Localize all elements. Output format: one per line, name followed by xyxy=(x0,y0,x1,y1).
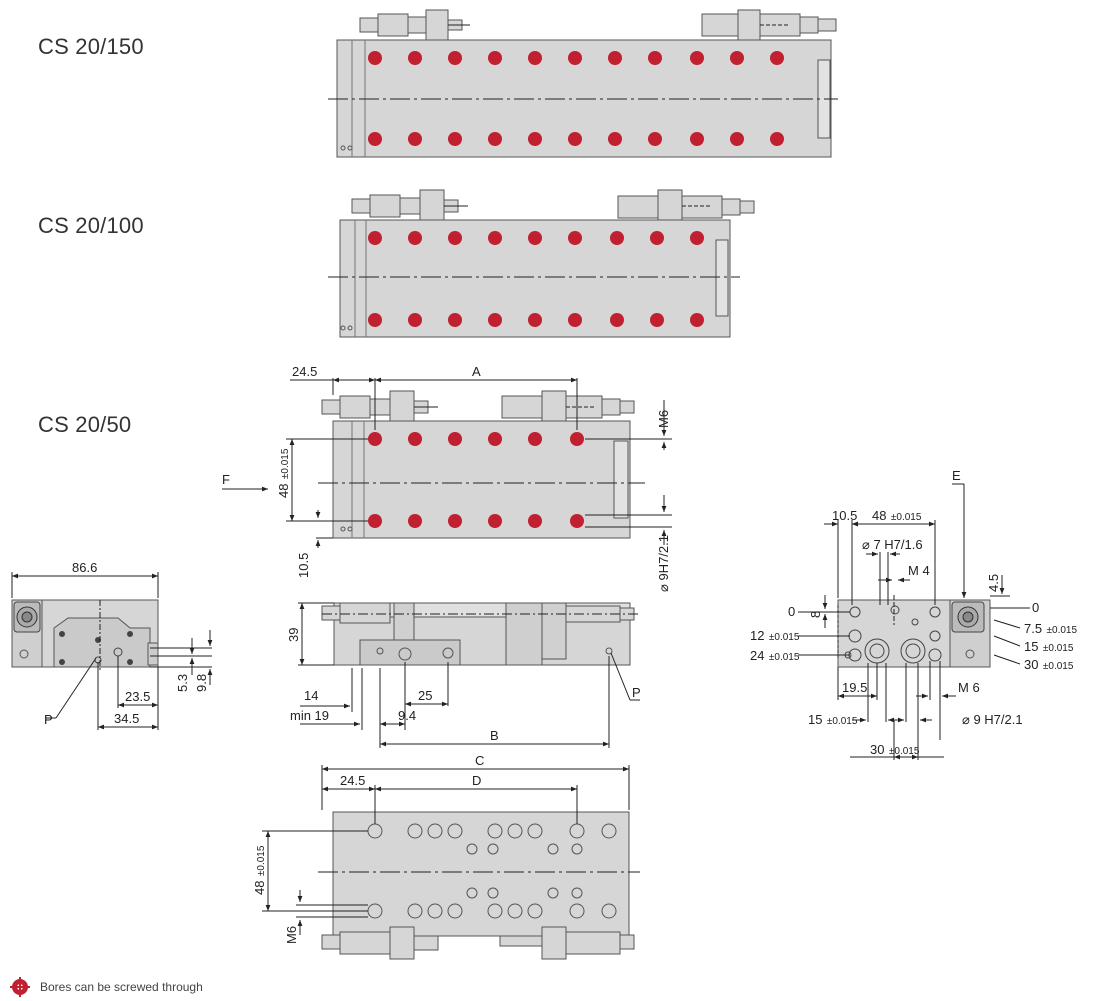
dim-25: 25 xyxy=(418,688,432,703)
dim-39: 39 xyxy=(286,628,301,642)
bore-row-top xyxy=(368,432,584,446)
dim-right-12: 12 ±0.015 xyxy=(750,627,800,644)
dim-24-5-bottom: 24.5 xyxy=(340,773,365,788)
dim-86-6: 86.6 xyxy=(72,560,97,575)
dim-right-30b: 30 ±0.015 xyxy=(870,741,920,758)
actuator-left xyxy=(351,189,468,223)
dim-P-end: P xyxy=(44,712,53,727)
bore-row-bottom xyxy=(368,132,784,146)
actuator-right xyxy=(501,390,635,424)
bore-row-bottom xyxy=(368,313,704,327)
dim-9-4: 9.4 xyxy=(398,708,416,723)
dim-48-left: 48 ±0.015 xyxy=(275,448,292,498)
dim-right-7-5: 7.5 ±0.015 xyxy=(1024,620,1077,637)
dim-right-8: 8 xyxy=(808,611,823,618)
actuators-bottom xyxy=(321,926,635,960)
dim-M6-top: M6 xyxy=(656,410,671,428)
dim-23-5: 23.5 xyxy=(125,689,150,704)
bore-symbol-icon xyxy=(10,977,30,997)
dim-right-9H7: ⌀ 9 H7/2.1 xyxy=(962,712,1023,727)
dim-9-8: 9.8 xyxy=(194,674,209,692)
dim-F: F xyxy=(222,472,230,487)
model-label-cs20-50: CS 20/50 xyxy=(38,412,132,437)
dim-right-19-5: 19.5 xyxy=(842,680,867,695)
dim-9H7: ⌀ 9H7/2.1 xyxy=(656,535,671,592)
dim-C: C xyxy=(475,753,484,768)
view-left-end: 86.6 23.5 34.5 5.3 9.8 P xyxy=(11,560,213,730)
dim-right-10-5: 10.5 xyxy=(832,508,857,523)
actuator-right xyxy=(701,9,837,41)
view-cs20-50-top: 24.5 A M6 ⌀ 9H7/2.1 48 ±0.015 F 10.5 xyxy=(222,364,672,592)
dim-24-5-top: 24.5 xyxy=(292,364,317,379)
dim-A: A xyxy=(472,364,481,379)
dim-10-5-left: 10.5 xyxy=(296,553,311,578)
dim-right-15: 15 ±0.015 xyxy=(1024,638,1074,655)
dim-right-15b: 15 ±0.015 xyxy=(808,711,858,728)
legend: Bores can be screwed through xyxy=(10,976,203,998)
legend-text: Bores can be screwed through xyxy=(40,980,203,994)
dim-right-48: 48 ±0.015 xyxy=(872,507,922,524)
dim-right-4-5: 4.5 xyxy=(986,574,1001,592)
view-cs20-50-side: 39 14 min 19 25 9.4 B P xyxy=(286,602,641,748)
dim-M6-bottom: M6 xyxy=(284,926,299,944)
bore-row-top xyxy=(368,231,704,245)
dim-right-E: E xyxy=(952,468,961,483)
bore-row-bottom xyxy=(368,514,584,528)
dim-right-30: 30 ±0.015 xyxy=(1024,656,1074,673)
dim-5-3: 5.3 xyxy=(175,674,190,692)
bore-row-top xyxy=(368,51,784,65)
model-label-cs20-100: CS 20/100 xyxy=(38,213,144,238)
dim-right-M6: M 6 xyxy=(958,680,980,695)
view-cs20-50-bottom: C 24.5 D 48 ±0.015 M6 xyxy=(251,753,640,960)
dim-34-5: 34.5 xyxy=(114,711,139,726)
bottom-bores xyxy=(367,823,617,919)
dim-right-24: 24 ±0.015 xyxy=(750,647,800,664)
dim-right-7H7: ⌀ 7 H7/1.6 xyxy=(862,537,923,552)
view-cs20-150-top xyxy=(328,9,838,158)
dim-right-0-right: 0 xyxy=(1032,600,1039,615)
actuator-right xyxy=(617,189,755,223)
view-cs20-100-top xyxy=(328,189,755,338)
model-label-cs20-150: CS 20/150 xyxy=(38,34,144,59)
dim-D: D xyxy=(472,773,481,788)
actuator-left xyxy=(321,390,438,424)
dim-48-bottom: 48 ±0.015 xyxy=(251,845,268,895)
dim-right-M4: M 4 xyxy=(908,563,930,578)
actuator-left xyxy=(359,9,470,41)
view-right-end: 10.5 48 ±0.015 ⌀ 7 H7/1.6 M 4 E 4.5 0 8 … xyxy=(750,468,1077,760)
dim-min-19: min 19 xyxy=(290,708,329,723)
dim-P-side: P xyxy=(632,685,641,700)
dim-B: B xyxy=(490,728,499,743)
dim-14: 14 xyxy=(304,688,318,703)
dim-right-0-left: 0 xyxy=(788,604,795,619)
